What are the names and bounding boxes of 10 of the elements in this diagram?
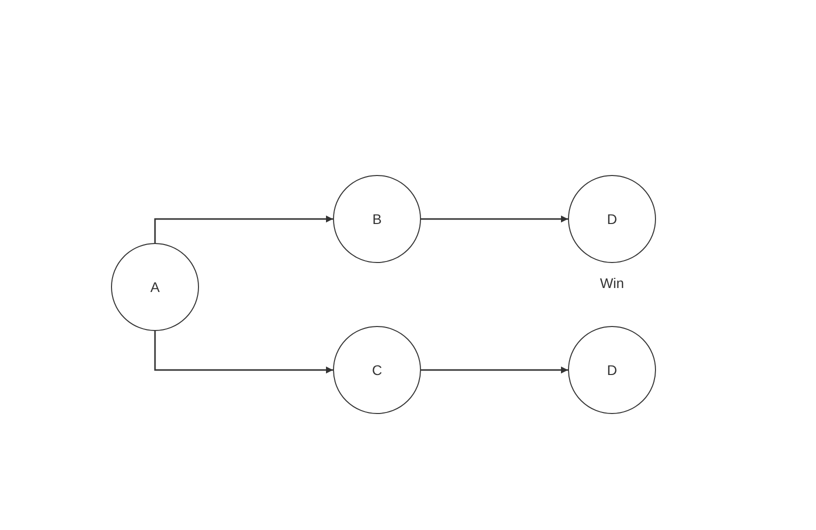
node-label: D xyxy=(606,210,618,228)
arrow xyxy=(154,331,333,374)
arrow xyxy=(421,216,568,222)
node-label: C xyxy=(372,360,382,380)
arrow xyxy=(421,366,568,374)
node-label: A xyxy=(150,278,160,296)
node-label: D xyxy=(606,360,618,380)
arrow xyxy=(154,216,333,243)
node-label: B xyxy=(372,210,382,228)
node-caption: Win xyxy=(598,274,626,293)
